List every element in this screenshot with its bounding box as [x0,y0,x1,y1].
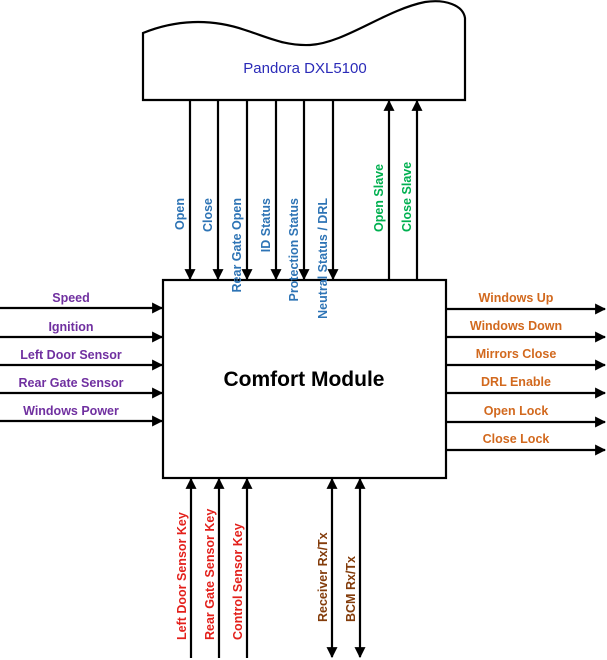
signal-label-rear-gate-open: Rear Gate Open [230,198,244,292]
signal-label-left-door-sensor: Left Door Sensor [20,348,122,362]
pandora-device-shape [141,0,467,102]
signal-label-drl-enable: DRL Enable [481,375,551,389]
signal-label-close: Close [201,198,215,232]
comfort-module-box [161,278,448,480]
signal-label-windows-power: Windows Power [23,404,119,418]
signal-label-close-lock: Close Lock [483,432,550,446]
signal-label-id-status: ID Status [259,198,273,252]
comfort-module-label: Comfort Module [224,368,385,391]
signal-label-left-door-sensor-key: Left Door Sensor Key [175,512,189,640]
signal-label-bcm-rx-tx: BCM Rx/Tx [344,556,358,622]
signal-label-windows-down: Windows Down [470,319,562,333]
signal-label-ignition: Ignition [48,320,93,334]
signal-label-rear-gate-sensor: Rear Gate Sensor [19,376,124,390]
signal-label-speed: Speed [52,291,90,305]
signal-label-open-lock: Open Lock [484,404,549,418]
signal-label-open: Open [173,198,187,230]
signal-label-neutral-status-drl: Neutral Status / DRL [316,198,330,319]
signal-label-control-sensor-key: Control Sensor Key [231,523,245,640]
signal-label-receiver-rx-tx: Receiver Rx/Tx [316,532,330,622]
signal-label-protection-status: Protection Status [287,198,301,302]
signal-label-rear-gate-sensor-key: Rear Gate Sensor Key [203,509,217,640]
pandora-device-label: Pandora DXL5100 [243,60,366,77]
signal-label-open-slave: Open Slave [372,164,386,232]
signal-label-close-slave: Close Slave [400,162,414,232]
signal-label-mirrors-close: Mirrors Close [476,347,557,361]
signal-label-windows-up: Windows Up [479,291,554,305]
